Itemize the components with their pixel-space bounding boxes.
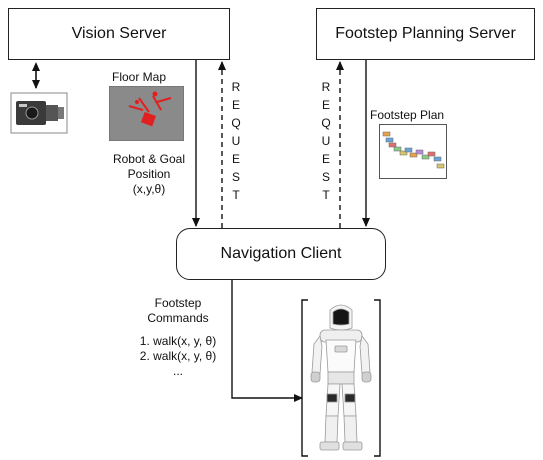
footstep-commands-line1: Footstep [154,296,202,310]
footstep-plan-label: Footstep Plan [370,108,445,122]
floor-map-image [109,86,184,141]
navigation-client-box: Navigation Client [176,228,386,280]
robot-goal-line2: Position [127,167,171,181]
command-item: 1. walk(x, y, θ) [139,334,217,348]
footstep-commands-line2: Commands [147,311,209,325]
command-item: 2. walk(x, y, θ) [139,349,217,363]
floor-map-label: Floor Map [112,70,167,84]
client-to-robot-arrow [231,280,303,402]
footstep-planning-server-box: Footstep Planning Server [316,8,535,60]
robot-goal-line1: Robot & Goal [112,152,186,166]
vision-server-label: Vision Server [71,25,167,42]
command-item: ... [172,364,183,378]
vision-server-box: Vision Server [8,8,230,60]
navigation-client-label: Navigation Client [220,245,342,262]
footstep-plan-image [379,124,447,179]
robot-goal-line3: (x,y,θ) [132,182,166,196]
camera-icon [10,92,68,134]
footstep-planning-server-label: Footstep Planning Server [335,25,516,42]
robot-image [301,299,381,457]
footstep-commands: Footstep Commands 1. walk(x, y, θ) 2. wa… [130,296,226,379]
robot-goal-label: Robot & Goal Position (x,y,θ) [104,152,194,197]
